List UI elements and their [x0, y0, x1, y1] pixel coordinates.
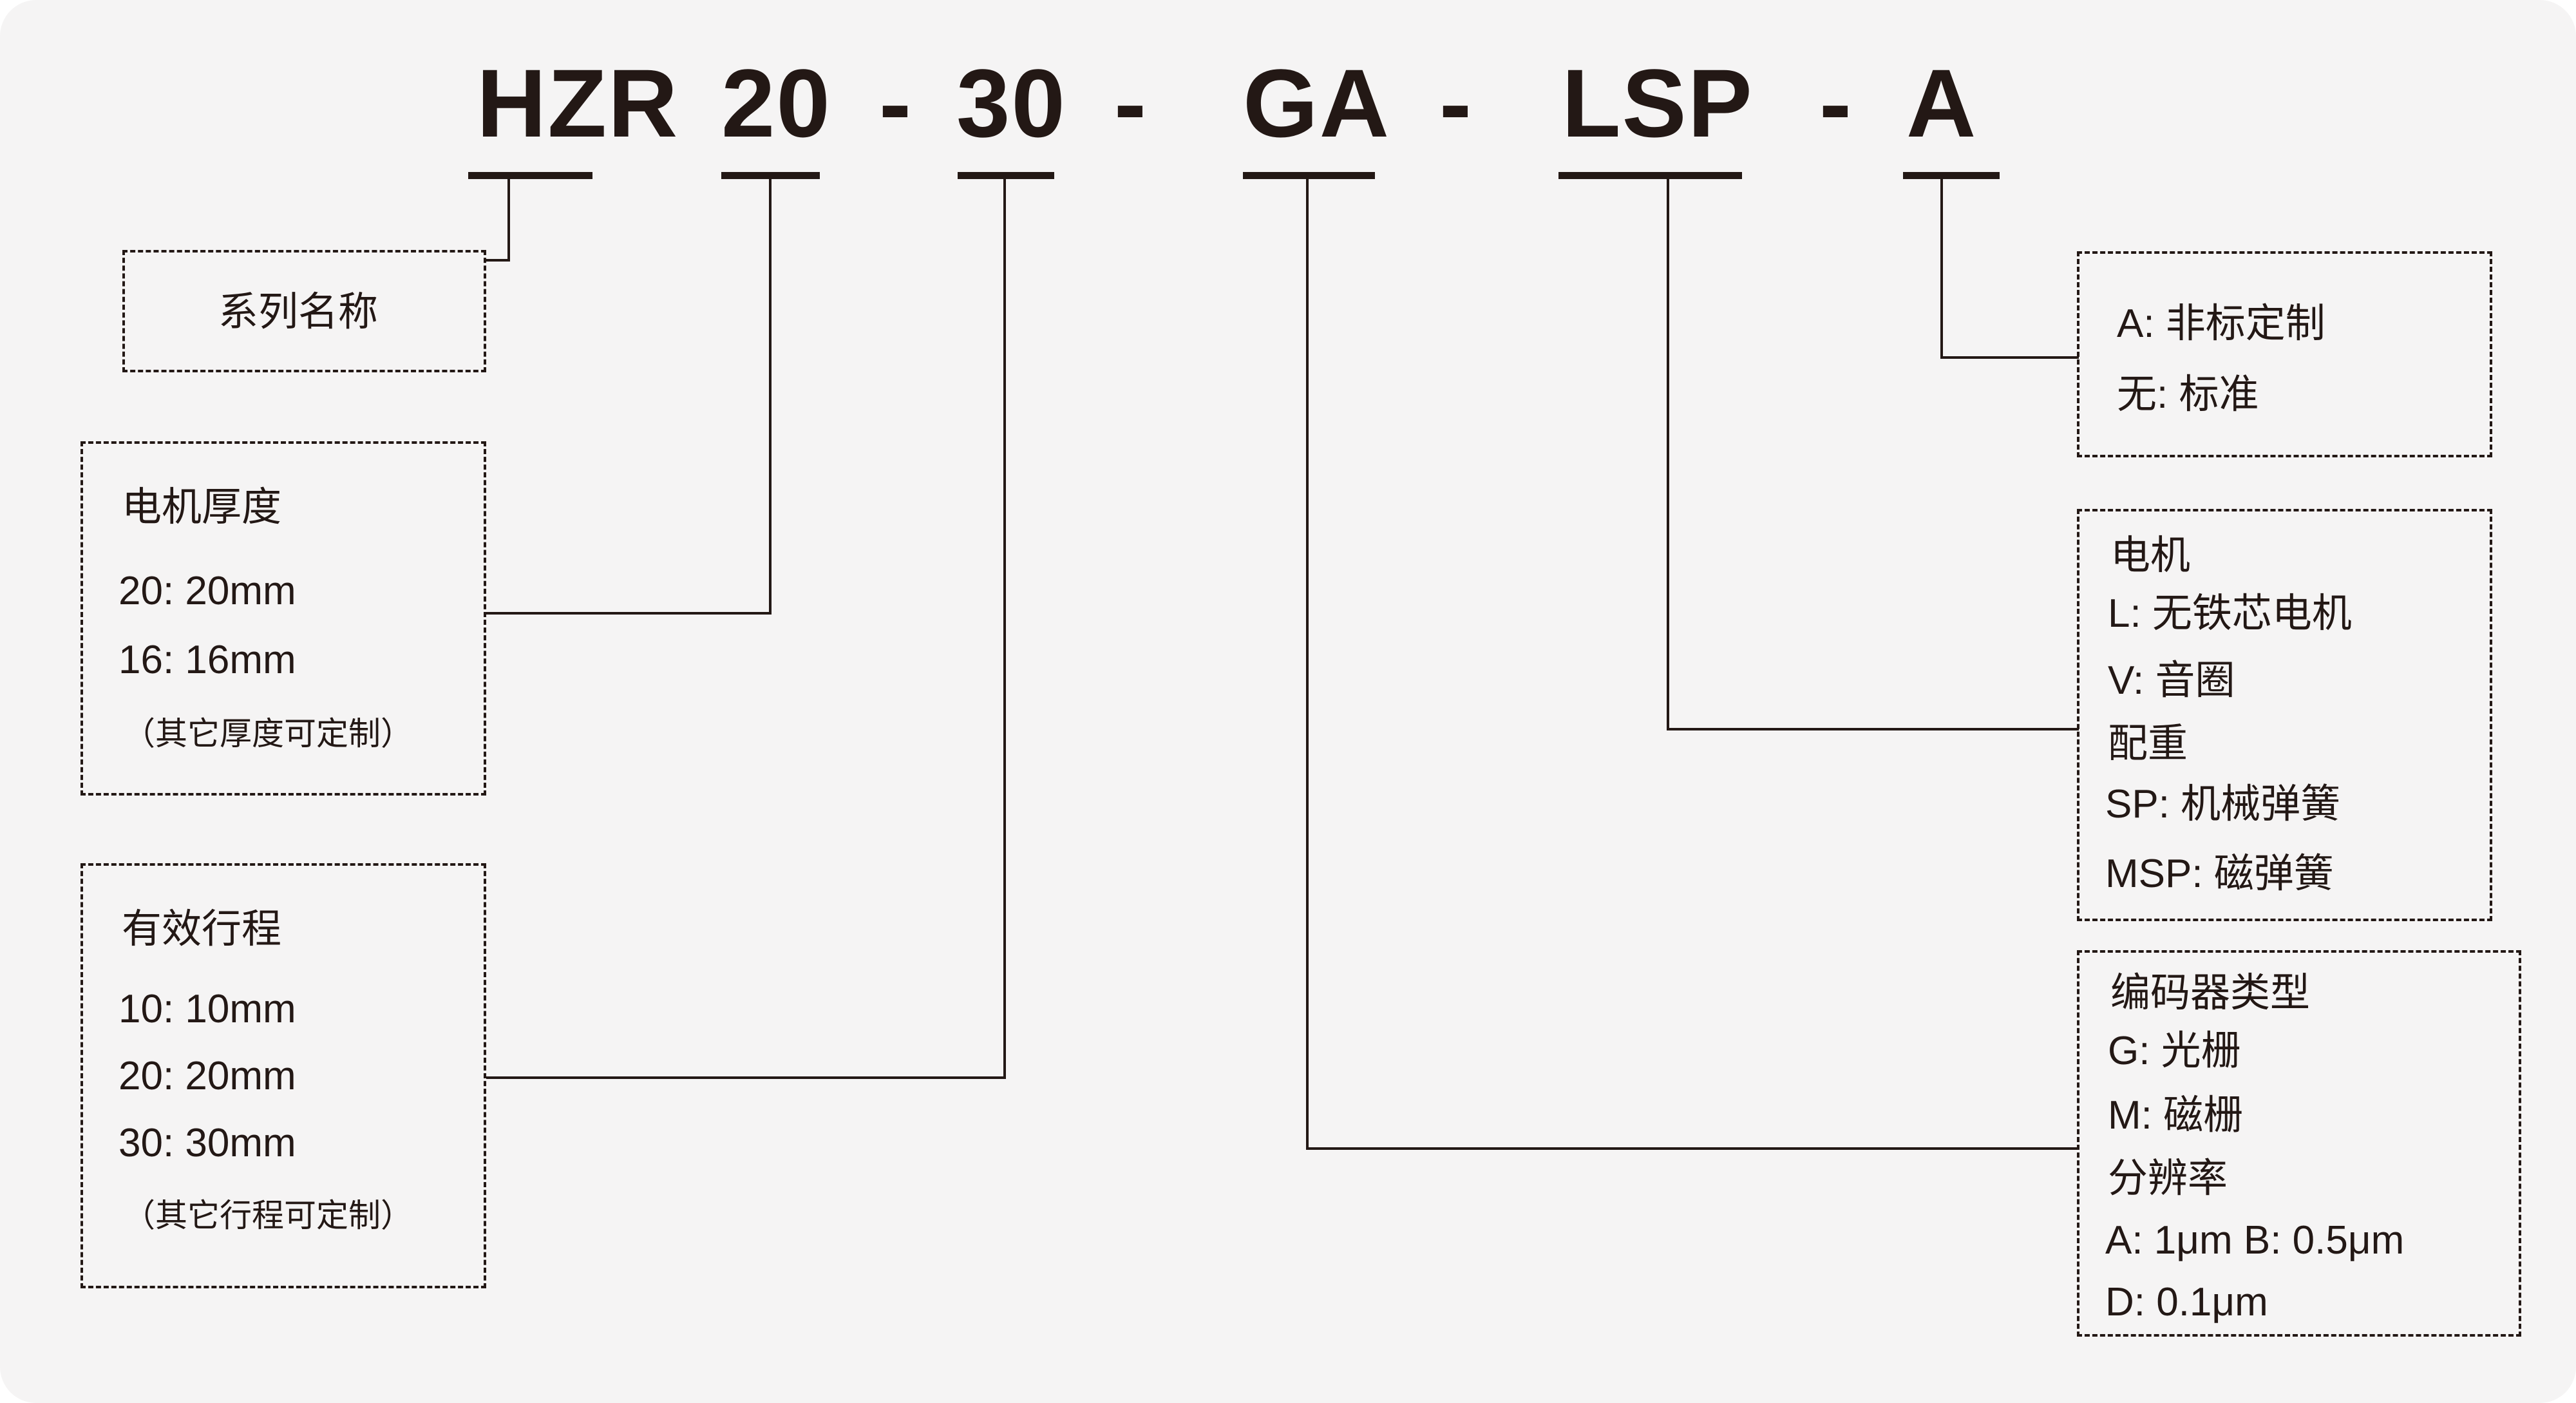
motor-thickness-option-1: 16: 16mm — [118, 638, 296, 682]
counterweight-option-1: MSP: 磁弹簧 — [2105, 852, 2334, 896]
motor-thickness-option-0: 20: 20mm — [118, 569, 296, 613]
effective-stroke-option-1: 20: 20mm — [118, 1054, 296, 1098]
resolution-subtitle: 分辨率 — [2108, 1156, 2228, 1201]
leader-motor-thickness-vertical — [769, 175, 772, 615]
code-separator-4: - — [1819, 49, 1852, 157]
code-segment-motor: LSP — [1562, 49, 1754, 157]
effective-stroke-note: （其它行程可定制） — [123, 1198, 413, 1234]
leader-stroke-vertical — [1003, 175, 1006, 1079]
leader-custom-horizontal — [1940, 356, 2079, 359]
counterweight-subtitle: 配重 — [2108, 721, 2188, 766]
underline-encoder — [1243, 172, 1375, 179]
underline-motor — [1558, 172, 1742, 179]
customization-option-0: A: 非标定制 — [2117, 301, 2325, 346]
box-motor-thickness: 电机厚度 20: 20mm 16: 16mm （其它厚度可定制） — [80, 441, 486, 796]
resolution-option-1: D: 0.1μm — [2105, 1280, 2268, 1324]
code-segment-stroke: 30 — [956, 49, 1066, 157]
box-effective-stroke: 有效行程 10: 10mm 20: 20mm 30: 30mm （其它行程可定制… — [80, 863, 486, 1288]
leader-motor-vertical — [1667, 175, 1669, 730]
code-segment-series: HZR — [477, 49, 679, 157]
motor-option-0: L: 无铁芯电机 — [2108, 591, 2352, 636]
resolution-option-0: A: 1μm B: 0.5μm — [2105, 1218, 2405, 1263]
code-separator-3: - — [1439, 49, 1472, 157]
underline-stroke — [958, 172, 1054, 179]
leader-motor-horizontal — [1667, 728, 2079, 730]
box-customization: A: 非标定制 无: 标准 — [2077, 251, 2492, 457]
code-separator-2: - — [1114, 49, 1146, 157]
motor-thickness-note: （其它厚度可定制） — [123, 716, 413, 752]
code-segment-custom: A — [1906, 49, 1978, 157]
motor-option-1: V: 音圈 — [2108, 658, 2235, 703]
leader-encoder-vertical — [1306, 175, 1309, 1150]
code-segment-encoder: GA — [1243, 49, 1390, 157]
leader-series-vertical — [507, 175, 510, 262]
encoder-option-1: M: 磁栅 — [2108, 1093, 2244, 1138]
underline-custom — [1903, 172, 2000, 179]
encoder-title: 编码器类型 — [2110, 971, 2311, 1015]
code-separator-1: - — [879, 49, 911, 157]
effective-stroke-option-0: 10: 10mm — [118, 987, 296, 1031]
leader-series-horizontal — [486, 259, 510, 262]
box-encoder: 编码器类型 G: 光栅 M: 磁栅 分辨率 A: 1μm B: 0.5μm D:… — [2077, 950, 2521, 1337]
effective-stroke-option-2: 30: 30mm — [118, 1121, 296, 1165]
customization-option-1: 无: 标准 — [2117, 372, 2259, 417]
motor-thickness-title: 电机厚度 — [122, 485, 282, 530]
counterweight-option-0: SP: 机械弹簧 — [2105, 782, 2341, 826]
encoder-option-0: G: 光栅 — [2108, 1029, 2241, 1073]
series-name-title: 系列名称 — [218, 290, 379, 334]
leader-encoder-horizontal — [1306, 1147, 2079, 1150]
leader-motor-thickness-horizontal — [486, 612, 772, 615]
box-motor: 电机 L: 无铁芯电机 V: 音圈 配重 SP: 机械弹簧 MSP: 磁弹簧 — [2077, 509, 2492, 921]
box-series-name: 系列名称 — [122, 250, 486, 372]
effective-stroke-title: 有效行程 — [122, 907, 282, 951]
leader-stroke-horizontal — [486, 1076, 1006, 1079]
model-code-row: HZR 20 - 30 - GA - LSP - A — [0, 39, 2576, 167]
leader-custom-vertical — [1940, 175, 1943, 359]
motor-title: 电机 — [2110, 533, 2191, 578]
underline-series — [468, 172, 592, 179]
code-segment-motor-thickness: 20 — [721, 49, 831, 157]
